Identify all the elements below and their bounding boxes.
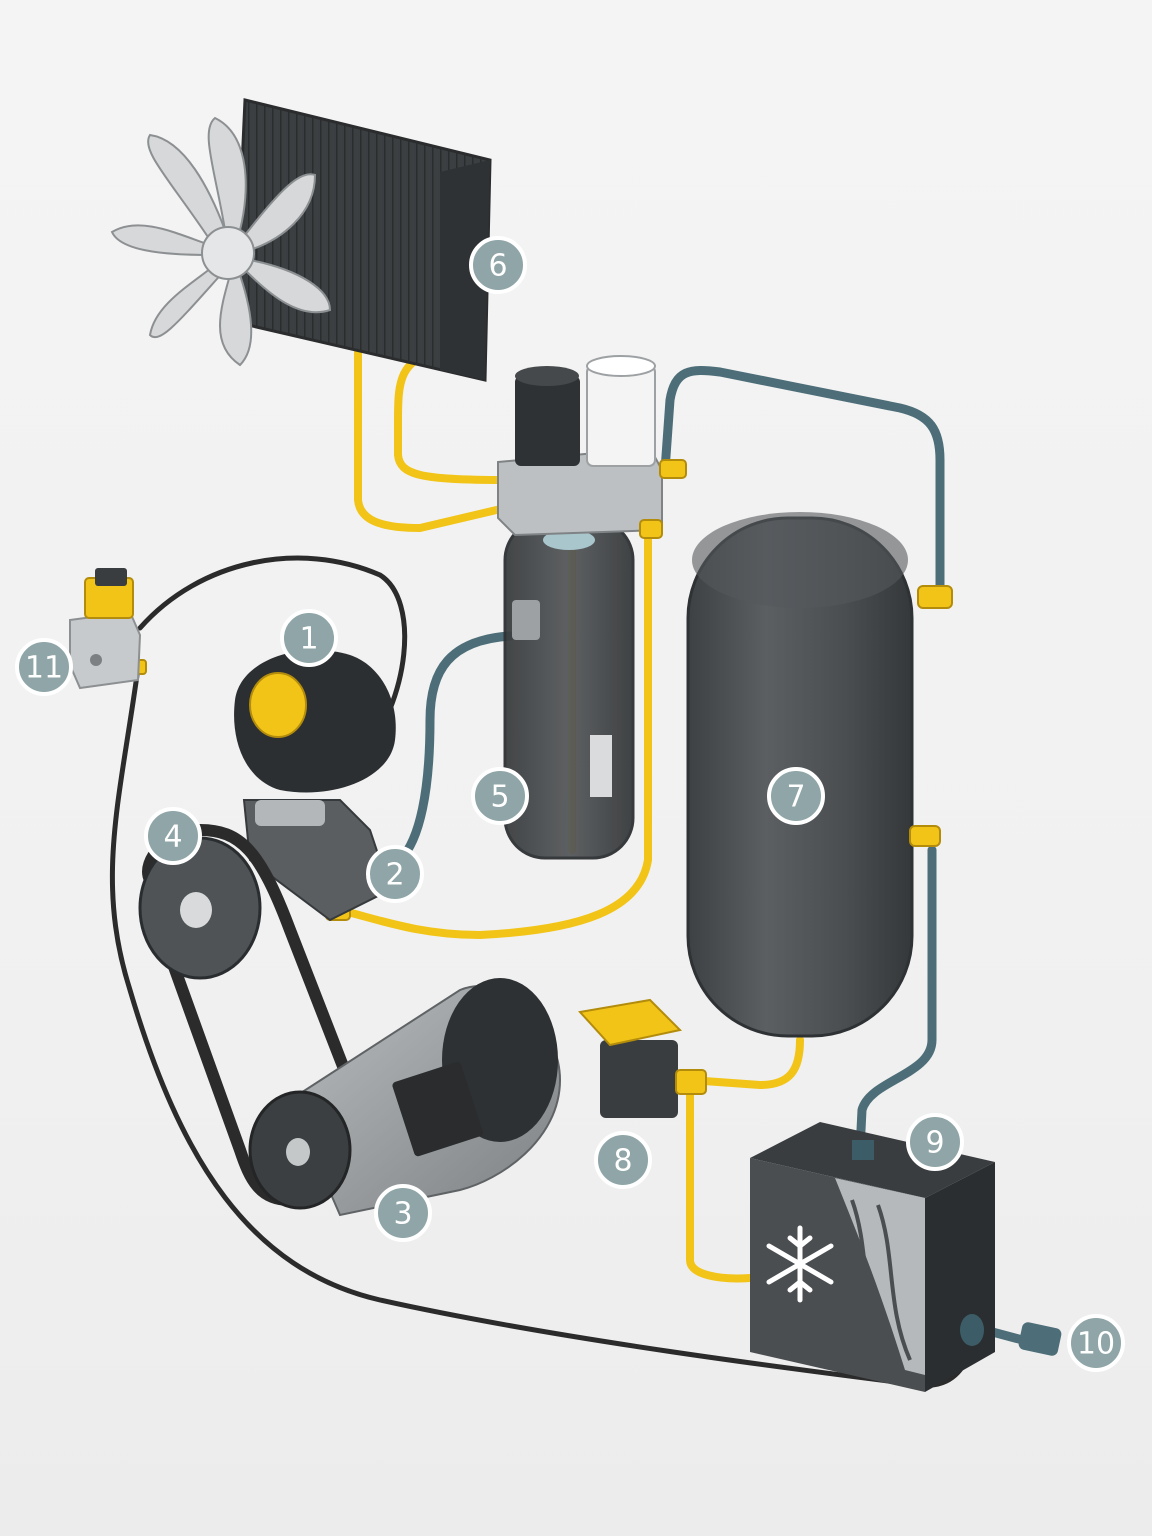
drain-valve <box>578 998 707 1118</box>
callout-5: 5 <box>471 767 529 825</box>
callout-circle <box>280 609 338 667</box>
callout-number: 11 <box>25 651 63 686</box>
callout-7: 7 <box>767 767 825 825</box>
oil-separator-assembly <box>497 355 663 860</box>
refrigerant-dryer <box>750 1122 995 1392</box>
callout-9: 9 <box>906 1113 964 1171</box>
callout-circle <box>594 1131 652 1189</box>
callout-circle <box>366 845 424 903</box>
air-line-tank-to-dryer <box>855 845 937 1155</box>
snowflake-icon <box>766 1225 834 1303</box>
cooler-frame-side <box>440 160 490 380</box>
callout-2: 2 <box>366 845 424 903</box>
callout-number: 2 <box>385 858 404 893</box>
air-line-pump-to-separator <box>395 631 515 865</box>
callout-number: 9 <box>925 1126 944 1161</box>
callout-labels: 1 2 3 4 5 6 7 8 9 10 11 <box>15 236 1125 1372</box>
separator-label <box>590 735 612 797</box>
separator-filter-element <box>586 355 656 467</box>
callout-circle <box>15 638 73 696</box>
callout-number: 10 <box>1077 1327 1115 1362</box>
callout-circle <box>471 767 529 825</box>
callout-circle <box>906 1113 964 1171</box>
callout-3: 3 <box>374 1184 432 1242</box>
callout-circle <box>144 807 202 865</box>
callout-number: 4 <box>163 820 182 855</box>
callout-10: 10 <box>1067 1314 1125 1372</box>
electric-motor <box>248 978 562 1217</box>
air-line-separator-to-tank <box>660 365 945 600</box>
callout-number: 6 <box>488 249 507 284</box>
callout-number: 5 <box>490 780 509 815</box>
air-outlet <box>960 1314 1062 1356</box>
oil-filter <box>515 366 580 466</box>
solenoid-valve <box>69 568 142 690</box>
oil-line-drain-to-dryer <box>686 1081 754 1283</box>
callout-circle <box>767 767 825 825</box>
callout-1: 1 <box>280 609 338 667</box>
callout-11: 11 <box>15 638 73 696</box>
compressor-element <box>234 650 396 922</box>
callout-circle <box>469 236 527 294</box>
callout-8: 8 <box>594 1131 652 1189</box>
oil-line-drain-to-tank <box>686 1036 804 1089</box>
callout-number: 7 <box>786 780 805 815</box>
cable-valve-to-motor <box>137 555 408 763</box>
callout-6: 6 <box>469 236 527 294</box>
callout-circle <box>1067 1314 1125 1372</box>
callout-number: 8 <box>613 1144 632 1179</box>
callout-4: 4 <box>144 807 202 865</box>
callout-number: 3 <box>393 1197 412 1232</box>
oil-line-separator-to-pump <box>336 524 652 939</box>
fan-icon <box>110 116 332 367</box>
callout-number: 1 <box>299 622 318 657</box>
oil-cooler-assembly <box>110 98 492 382</box>
callout-circle <box>374 1184 432 1242</box>
